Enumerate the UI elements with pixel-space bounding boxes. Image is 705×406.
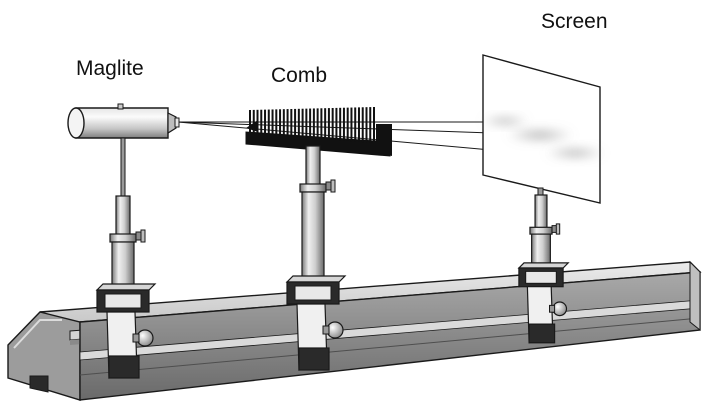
carriage-window xyxy=(104,293,142,309)
clamp-foot xyxy=(298,347,330,371)
set-screw-head xyxy=(140,229,146,243)
carriage-window xyxy=(294,285,332,301)
maglite-label: Maglite xyxy=(76,57,144,80)
post-upper xyxy=(534,194,548,230)
comb xyxy=(245,107,392,157)
comb-stand xyxy=(285,145,347,371)
projected-spot xyxy=(545,147,605,159)
clamp-foot xyxy=(528,323,556,344)
knob-shaft xyxy=(549,304,556,313)
screen-stand xyxy=(517,194,570,344)
screen-label: Screen xyxy=(541,10,608,33)
post-lower xyxy=(111,241,135,291)
support-rod xyxy=(120,137,126,197)
carriage-window xyxy=(525,270,557,284)
knob-shaft xyxy=(322,325,330,335)
knob-shaft xyxy=(132,333,140,343)
set-screw-head xyxy=(555,223,561,235)
projected-spot xyxy=(506,128,574,142)
carriage-top xyxy=(517,262,570,269)
post-upper xyxy=(115,195,131,237)
post-collar xyxy=(529,226,553,235)
maglite xyxy=(67,103,180,139)
carriage-top xyxy=(285,275,347,283)
stands xyxy=(95,137,570,379)
post-upper xyxy=(305,145,321,187)
clamp-foot xyxy=(108,355,140,379)
post-collar xyxy=(109,233,137,243)
comb-teeth xyxy=(249,107,375,143)
screen xyxy=(481,54,605,204)
projected-spot xyxy=(481,116,529,126)
comb-label: Comb xyxy=(271,64,328,87)
post-lower xyxy=(301,191,325,283)
maglite-stand xyxy=(95,137,157,379)
carriage-top xyxy=(95,283,157,291)
post-collar xyxy=(299,183,327,193)
set-screw-head xyxy=(330,179,336,193)
